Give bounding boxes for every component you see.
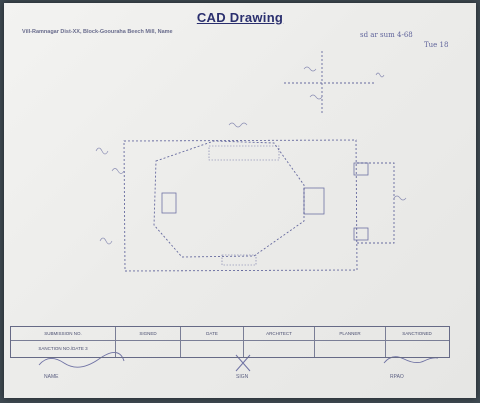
table-cell: ARCHITECT bbox=[244, 327, 315, 340]
note-line-2: Tue 18 bbox=[424, 41, 448, 49]
table-cell: SANCTION NO./DATE 3 bbox=[11, 340, 116, 357]
signature-label-right: RPAO bbox=[390, 374, 404, 380]
document-subtitle: Vill-Ramnagar Dist-XX, Block-Goouraha Be… bbox=[22, 29, 173, 35]
table-cell bbox=[386, 340, 448, 357]
table-cell: PLANNER bbox=[315, 327, 386, 340]
cross-marker bbox=[284, 51, 374, 115]
table-cell: SUBMISSION NO. bbox=[11, 327, 116, 340]
signature-label-left: NAME bbox=[44, 374, 59, 380]
right-element bbox=[357, 162, 395, 244]
paper-sheet: CAD Drawing Vill-Ramnagar Dist-XX, Block… bbox=[4, 3, 476, 398]
outer-boundary bbox=[123, 139, 358, 272]
table-cell bbox=[116, 340, 181, 357]
table-cell bbox=[244, 340, 315, 357]
table-row: SANCTION NO./DATE 3 bbox=[11, 340, 449, 357]
inner-octagon bbox=[153, 140, 305, 258]
table-cell: DATE bbox=[181, 327, 244, 340]
table-header-row: SUBMISSION NO. SIGNED DATE ARCHITECT PLA… bbox=[11, 327, 449, 341]
table-cell: SANCTIONED bbox=[402, 331, 432, 336]
title-block-table: SUBMISSION NO. SIGNED DATE ARCHITECT PLA… bbox=[10, 326, 450, 358]
cad-sketch: sd ar sum 4-68 Tue 18 bbox=[38, 31, 448, 372]
signature-label-middle: SIGN bbox=[236, 374, 249, 380]
document-title: CAD Drawing bbox=[196, 10, 284, 25]
drawing-area: sd ar sum 4-68 Tue 18 bbox=[4, 3, 476, 398]
table-cell bbox=[315, 340, 386, 357]
note-line-1: sd ar sum 4-68 bbox=[360, 31, 413, 39]
table-cell bbox=[181, 340, 244, 357]
table-cell: SIGNED bbox=[116, 327, 181, 340]
